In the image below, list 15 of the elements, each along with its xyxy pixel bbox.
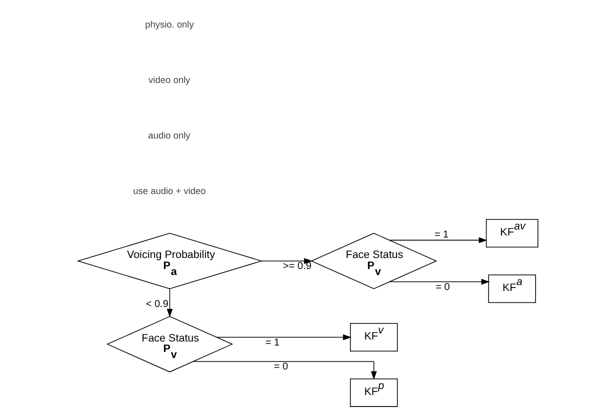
- arrow: [389, 237, 488, 244]
- label: physio. only: [145, 20, 194, 30]
- arrow: [216, 334, 352, 340]
- edge-label: = 0: [436, 282, 450, 293]
- arrow: [389, 278, 490, 285]
- arrow: [261, 258, 313, 264]
- arrow: [166, 288, 173, 318]
- label: audio only: [148, 130, 190, 141]
- arrow: [192, 361, 377, 380]
- edge-label: = 0: [274, 362, 288, 373]
- edge-label: = 1: [265, 337, 280, 348]
- edge-label: < 0.9: [146, 299, 168, 310]
- edge-label: >= 0.9: [283, 261, 312, 272]
- label: use audio + video: [133, 186, 206, 196]
- label: video only: [148, 75, 190, 86]
